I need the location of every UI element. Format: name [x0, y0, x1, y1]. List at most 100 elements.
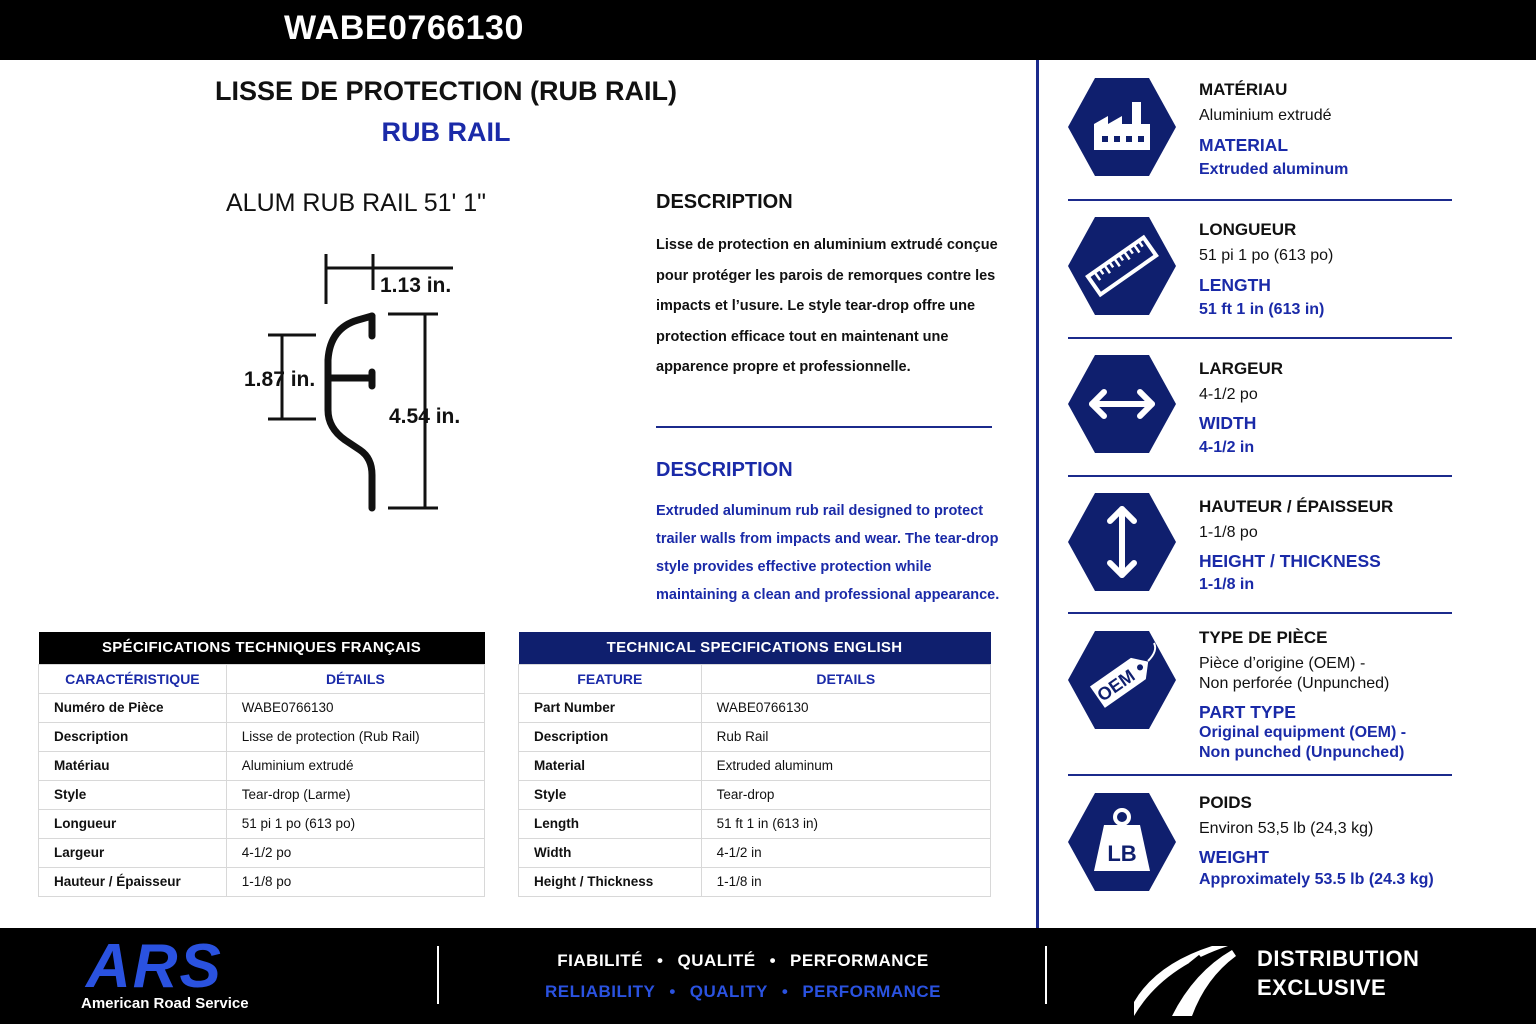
horizontal-arrows-icon — [1068, 355, 1176, 453]
spec-value-en: Extruded aluminum — [1199, 161, 1349, 178]
row-value: 1-1/8 in — [700, 866, 992, 897]
tagline-fr-item: FIABILITÉ — [557, 951, 644, 970]
spec-table-fr-caption: SPÉCIFICATIONS TECHNIQUES FRANÇAIS — [38, 632, 485, 664]
row-value: Aluminium extrudé — [225, 750, 486, 781]
spec-part-type: OEM TYPE DE PIÈCE Pièce d’origine (OEM) … — [1068, 624, 1452, 780]
ars-logo: ARS — [86, 932, 223, 1001]
row-value: 4-1/2 in — [700, 837, 992, 868]
tagline-en-item: QUALITY — [689, 982, 768, 1001]
description-text-fr: Lisse de protection en aluminium extrudé… — [656, 237, 998, 375]
row-key: Longueur — [38, 808, 227, 839]
spec-value-en: Approximately 53.5 lb (24.3 kg) — [1199, 871, 1434, 888]
spec-divider — [1068, 475, 1452, 477]
tagline-fr-item: PERFORMANCE — [790, 951, 929, 970]
spec-label-en: PART TYPE — [1199, 702, 1296, 722]
row-value: 51 pi 1 po (613 po) — [225, 808, 486, 839]
spec-height: HAUTEUR / ÉPAISSEUR 1-1/8 po HEIGHT / TH… — [1068, 491, 1452, 619]
rub-rail-profile-diagram — [268, 254, 453, 512]
exclusive-label: EXCLUSIVE — [1257, 975, 1387, 1000]
spec-value-fr: 1-1/8 po — [1199, 524, 1258, 541]
column-header: DETAILS — [700, 663, 992, 694]
spec-value-fr: Environ 53,5 lb (24,3 kg) — [1199, 820, 1374, 837]
product-title-en: RUB RAIL — [381, 117, 511, 147]
part-number-heading: WABE0766130 — [284, 9, 524, 47]
product-title-fr: LISSE DE PROTECTION (RUB RAIL) — [214, 76, 677, 106]
vertical-divider — [1036, 60, 1039, 928]
row-key: Width — [518, 837, 702, 868]
spec-table-en: TECHNICAL SPECIFICATIONS ENGLISH FEATURE… — [518, 632, 992, 897]
spec-table-fr: SPÉCIFICATIONS TECHNIQUES FRANÇAIS CARAC… — [38, 632, 486, 897]
row-value: 4-1/2 po — [225, 837, 486, 868]
row-key: Matériau — [38, 750, 227, 781]
spec-label-en: HEIGHT / THICKNESS — [1199, 551, 1381, 571]
row-key: Numéro de Pièce — [38, 692, 227, 723]
dimension-top: 1.13 in. — [380, 274, 452, 297]
spec-value-en: 1-1/8 in — [1199, 576, 1255, 593]
spec-value-en: Original equipment (OEM) - Non punched (… — [1199, 724, 1407, 761]
row-value: WABE0766130 — [225, 692, 486, 723]
column-header: DÉTAILS — [225, 663, 486, 694]
spec-value-fr: 51 pi 1 po (613 po) — [1199, 247, 1334, 264]
row-key: Description — [518, 721, 702, 752]
description-text-en: Extruded aluminum rub rail designed to p… — [656, 503, 1000, 603]
distribution-label: DISTRIBUTION — [1257, 946, 1420, 971]
weight-icon-text: LB — [1107, 841, 1136, 866]
spec-label-en: WIDTH — [1199, 413, 1257, 433]
spec-label-fr: LARGEUR — [1199, 359, 1284, 378]
spec-value-fr: 4-1/2 po — [1199, 386, 1258, 403]
spec-label-en: MATERIAL — [1199, 135, 1289, 155]
top-bar: WABE0766130 — [0, 0, 1536, 60]
row-value: Lisse de protection (Rub Rail) — [225, 721, 486, 752]
spec-label-en: LENGTH — [1199, 275, 1271, 295]
row-key: Style — [38, 779, 227, 810]
spec-divider — [1068, 774, 1452, 776]
ars-logo-subtitle: American Road Service — [81, 995, 249, 1012]
row-key: Hauteur / Épaisseur — [38, 866, 227, 897]
tagline-en-item: PERFORMANCE — [802, 982, 942, 1001]
spec-label-fr: POIDS — [1199, 793, 1252, 812]
column-header: CARACTÉRISTIQUE — [38, 663, 227, 694]
weight-icon: LB — [1068, 793, 1176, 891]
row-key: Material — [518, 750, 702, 781]
spec-label-fr: MATÉRIAU — [1199, 80, 1288, 99]
row-key: Description — [38, 721, 227, 752]
vertical-arrows-icon — [1068, 493, 1176, 591]
dimension-left: 1.87 in. — [244, 368, 316, 391]
row-value: Tear-drop (Larme) — [225, 779, 486, 810]
tagline-fr-item: QUALITÉ — [677, 951, 756, 970]
row-key: Largeur — [38, 837, 227, 868]
row-key: Height / Thickness — [518, 866, 702, 897]
oem-tag-icon: OEM — [1068, 631, 1176, 729]
road-icon — [1134, 946, 1236, 1016]
spec-table-en-caption: TECHNICAL SPECIFICATIONS ENGLISH — [518, 632, 991, 664]
ruler-icon — [1068, 217, 1176, 315]
spec-divider — [1068, 199, 1452, 201]
row-key: Part Number — [518, 692, 702, 723]
spec-width: LARGEUR 4-1/2 po WIDTH 4-1/2 in — [1068, 353, 1452, 481]
factory-icon — [1068, 78, 1176, 176]
spec-length: LONGUEUR 51 pi 1 po (613 po) LENGTH 51 f… — [1068, 214, 1452, 342]
row-value: Extruded aluminum — [700, 750, 992, 781]
row-value: Tear-drop — [700, 779, 992, 810]
description-heading-fr: DESCRIPTION — [656, 191, 793, 213]
spec-divider — [1068, 612, 1452, 614]
row-key: Style — [518, 779, 702, 810]
spec-value-fr: Pièce d’origine (OEM) - Non perforée (Un… — [1199, 655, 1390, 692]
spec-divider — [1068, 337, 1452, 339]
tagline-fr: FIABILITÉ•QUALITÉ•PERFORMANCE — [557, 951, 929, 970]
row-value: WABE0766130 — [700, 692, 992, 723]
spec-weight: LB POIDS Environ 53,5 lb (24,3 kg) WEIGH… — [1068, 788, 1452, 908]
spec-value-en: 4-1/2 in — [1199, 439, 1255, 456]
spec-value-en: 51 ft 1 in (613 in) — [1199, 301, 1325, 318]
